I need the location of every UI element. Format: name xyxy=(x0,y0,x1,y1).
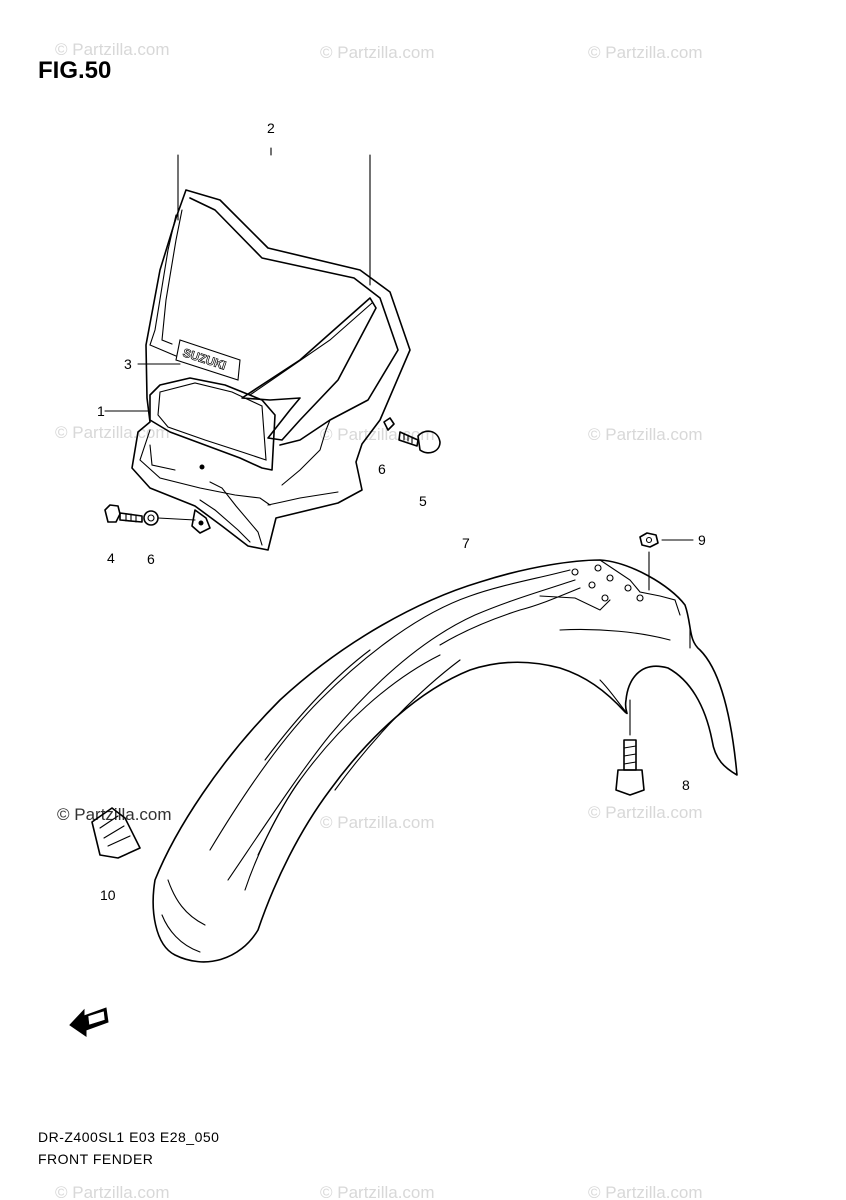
bolt-5-right xyxy=(383,417,441,454)
watermark: © Partzilla.com xyxy=(588,1183,703,1200)
bolt-8 xyxy=(615,699,645,796)
clip-10 xyxy=(91,807,141,859)
model-code: DR-Z400SL1 E03 E28_050 xyxy=(38,1129,219,1145)
watermark: © Partzilla.com xyxy=(588,425,703,444)
section-name: FRONT FENDER xyxy=(38,1151,153,1167)
bolt-4-left xyxy=(104,504,196,526)
callout-4: 4 xyxy=(107,550,115,566)
callout-6-right: 6 xyxy=(378,461,386,477)
suzuki-decal-text: SUZUKI xyxy=(181,346,228,373)
callout-3: 3 xyxy=(124,356,132,372)
callout-5: 5 xyxy=(419,493,427,509)
front-direction-arrow-icon xyxy=(69,1007,109,1037)
front-fender-drawing xyxy=(152,559,738,963)
watermark: © Partzilla.com xyxy=(55,40,170,59)
callout-10: 10 xyxy=(100,887,116,903)
watermark: © Partzilla.com xyxy=(320,425,435,444)
watermark: © Partzilla.com xyxy=(588,43,703,62)
watermark: © Partzilla.com xyxy=(588,803,703,822)
callout-6-left: 6 xyxy=(147,551,155,567)
watermark: © Partzilla.com xyxy=(55,423,170,442)
callouts: 1 2 3 4 5 6 6 7 8 9 10 xyxy=(97,120,706,903)
watermark: © Partzilla.com xyxy=(320,1183,435,1200)
callout-7: 7 xyxy=(462,535,470,551)
callout-2: 2 xyxy=(267,120,275,136)
watermark: © Partzilla.com xyxy=(55,1183,170,1200)
headlight-cover-drawing: SUZUKI xyxy=(104,147,411,551)
watermark-layer: © Partzilla.com © Partzilla.com © Partzi… xyxy=(55,40,703,1200)
callout-1: 1 xyxy=(97,403,105,419)
watermark-dark: © Partzilla.com xyxy=(57,805,172,824)
nut-9 xyxy=(639,532,694,591)
watermark: © Partzilla.com xyxy=(320,813,435,832)
figure-title: FIG.50 xyxy=(38,57,111,84)
callout-9: 9 xyxy=(698,532,706,548)
watermark: © Partzilla.com xyxy=(320,43,435,62)
callout-8: 8 xyxy=(682,777,690,793)
